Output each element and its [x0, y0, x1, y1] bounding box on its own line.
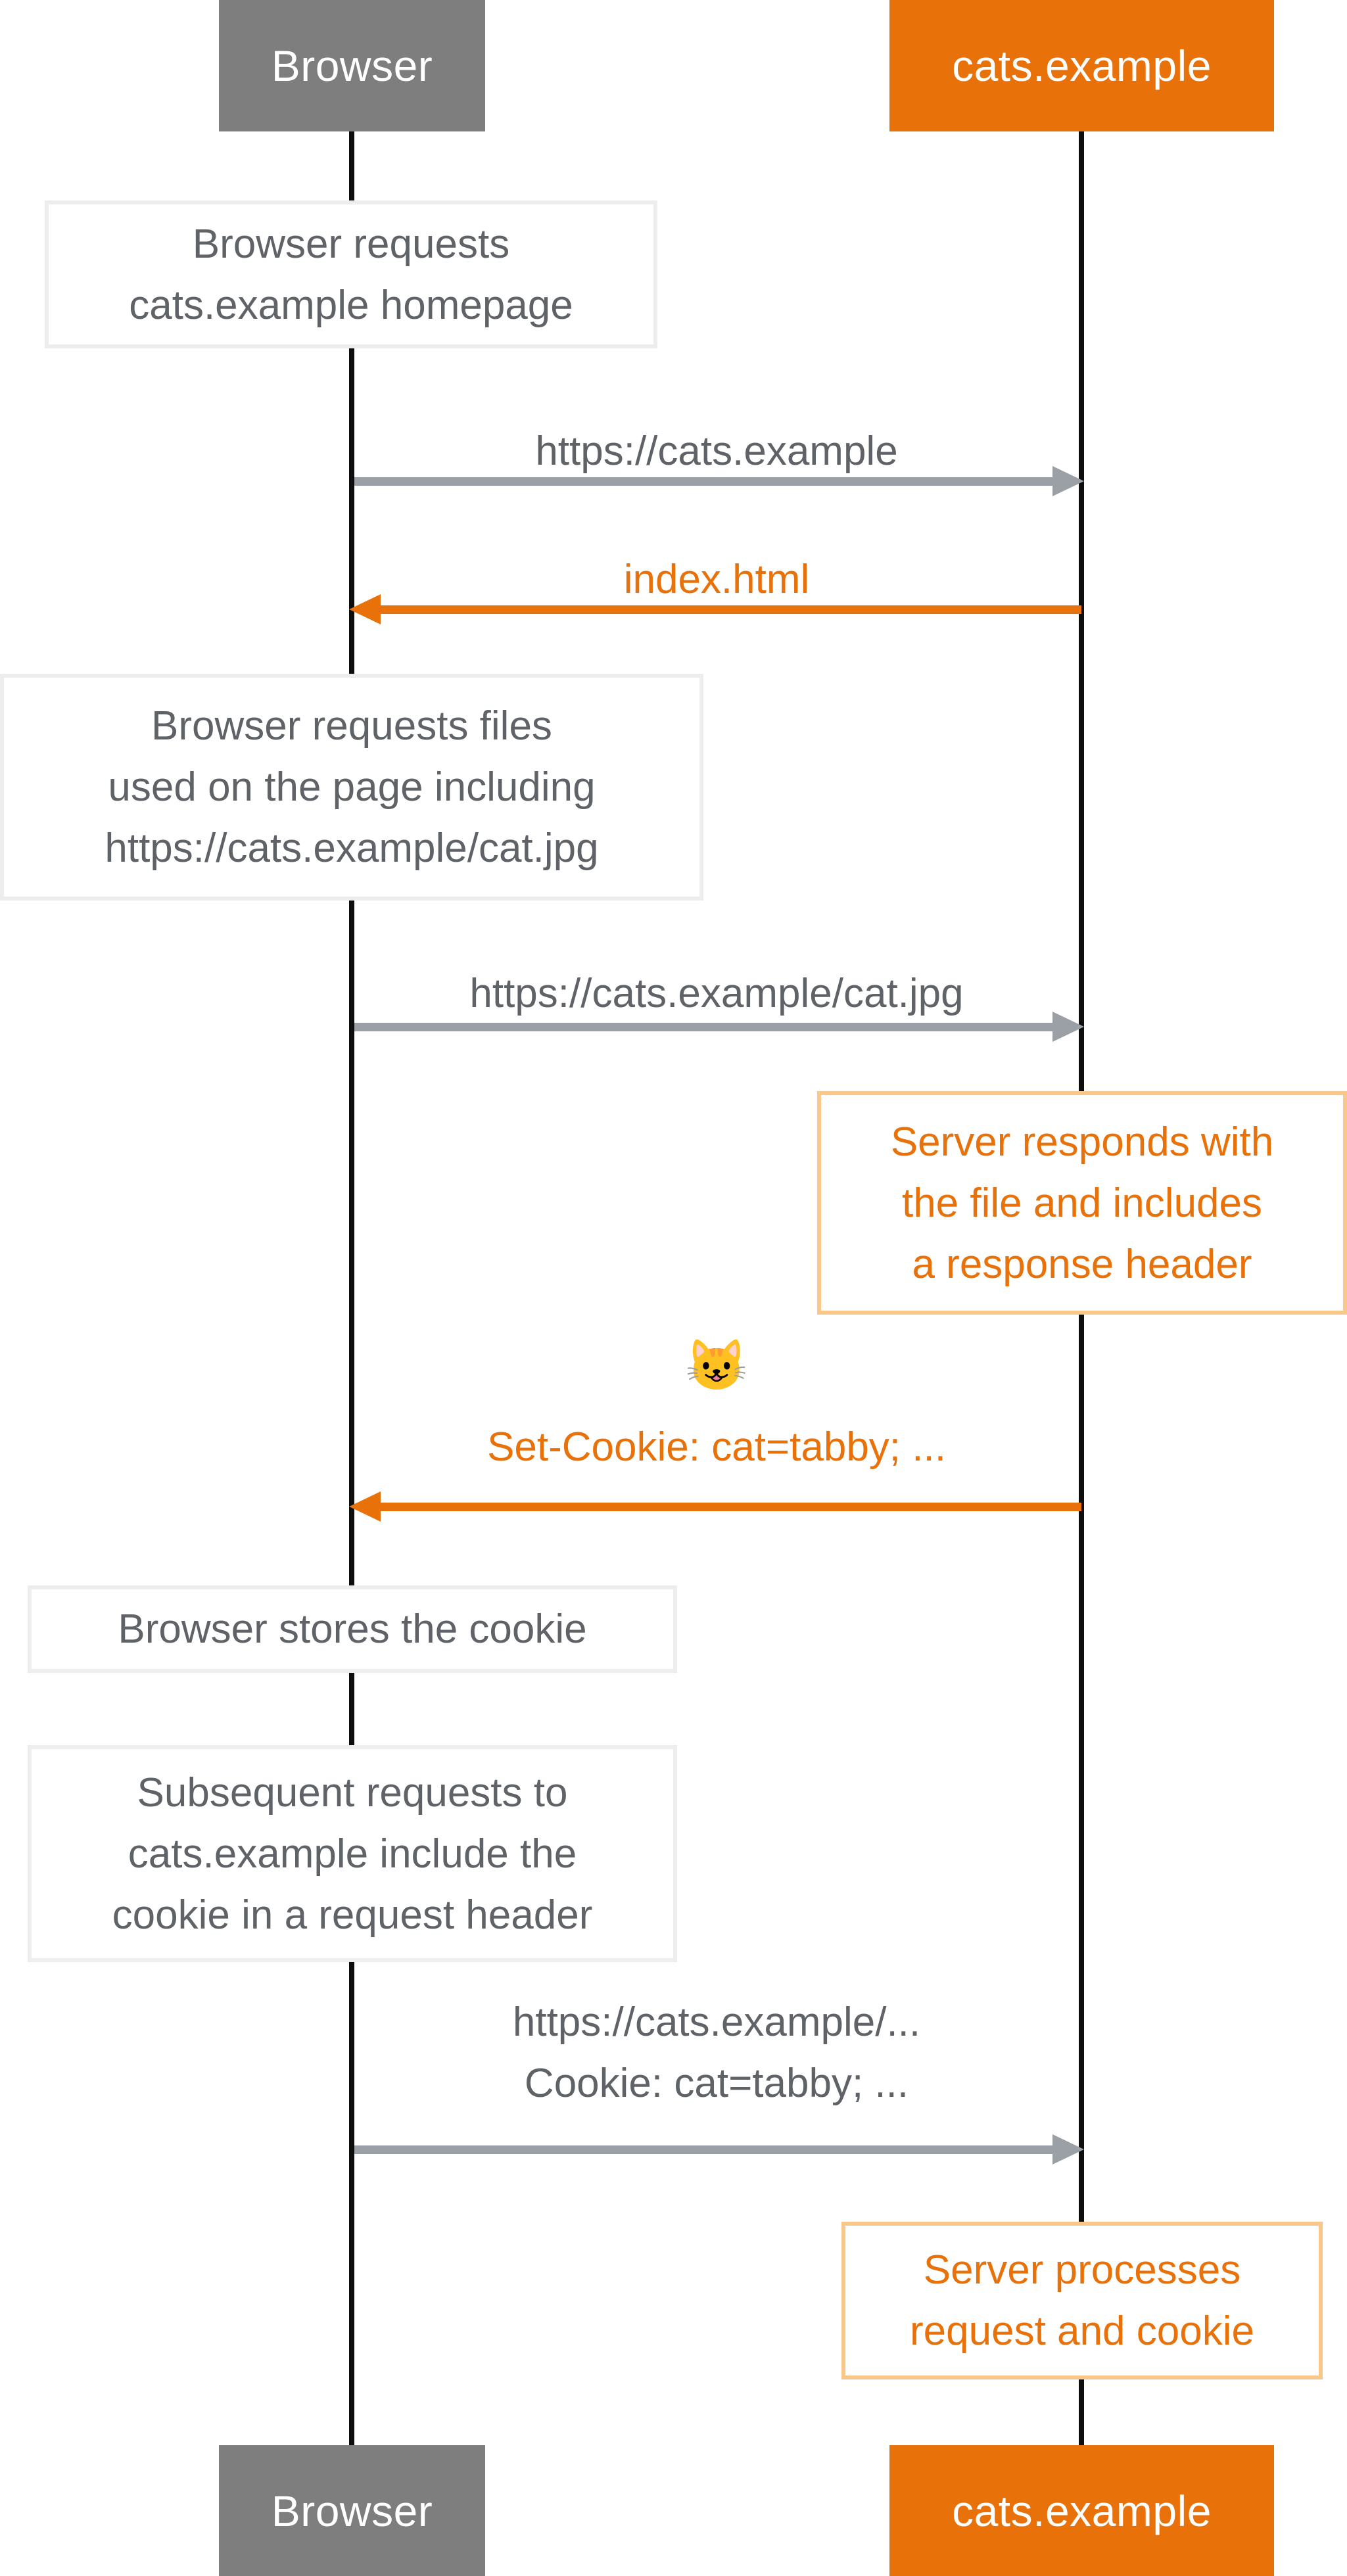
participant-server-label: cats.example — [952, 41, 1212, 90]
browser-lifeline — [349, 131, 354, 2445]
note-request-files: Browser requests files used on the page … — [0, 674, 703, 901]
participant-browser-bottom: Browser — [219, 2445, 485, 2576]
arrow-line — [354, 1023, 1064, 1031]
message-label-get-homepage: https://cats.example — [535, 429, 898, 474]
arrow-line — [354, 477, 1064, 486]
message-label-set-cookie: Set-Cookie: cat=tabby; ... — [487, 1424, 946, 1470]
arrowhead-left-icon — [349, 1491, 381, 1522]
arrowhead-right-icon — [1052, 1012, 1084, 1042]
arrowhead-right-icon — [1052, 466, 1084, 496]
note-stores-cookie: Browser stores the cookie — [28, 1585, 677, 1673]
arrow-line — [369, 605, 1081, 614]
participant-browser-top: Browser — [219, 0, 485, 131]
arrowhead-right-icon — [1052, 2134, 1084, 2165]
participant-browser-label: Browser — [271, 2486, 433, 2535]
message-label-index-html: index.html — [623, 557, 810, 602]
message-label-get-cat-jpg: https://cats.example/cat.jpg — [469, 971, 964, 1016]
arrow-index-html — [349, 594, 1081, 624]
arrow-request-with-cookie — [354, 2134, 1084, 2165]
message-label-request-with-cookie: https://cats.example/... Cookie: cat=tab… — [512, 2000, 921, 2106]
arrow-set-cookie — [349, 1491, 1081, 1522]
participant-server-bottom: cats.example — [889, 2445, 1274, 2576]
note-request-homepage: Browser requests cats.example homepage — [45, 200, 657, 348]
arrowhead-left-icon — [349, 594, 381, 624]
note-server-responds: Server responds with the file and includ… — [817, 1091, 1347, 1315]
arrow-line — [354, 2145, 1064, 2154]
participant-server-label: cats.example — [952, 2486, 1212, 2535]
cat-emoji-icon: 😺 — [685, 1338, 748, 1393]
participant-browser-label: Browser — [271, 41, 433, 90]
participant-server-top: cats.example — [889, 0, 1274, 131]
arrow-line — [369, 1503, 1081, 1511]
note-subsequent-requests: Subsequent requests to cats.example incl… — [28, 1745, 677, 1962]
arrow-get-cat-jpg — [354, 1012, 1084, 1042]
note-server-processes: Server processes request and cookie — [841, 2222, 1323, 2379]
arrow-get-homepage — [354, 466, 1084, 496]
